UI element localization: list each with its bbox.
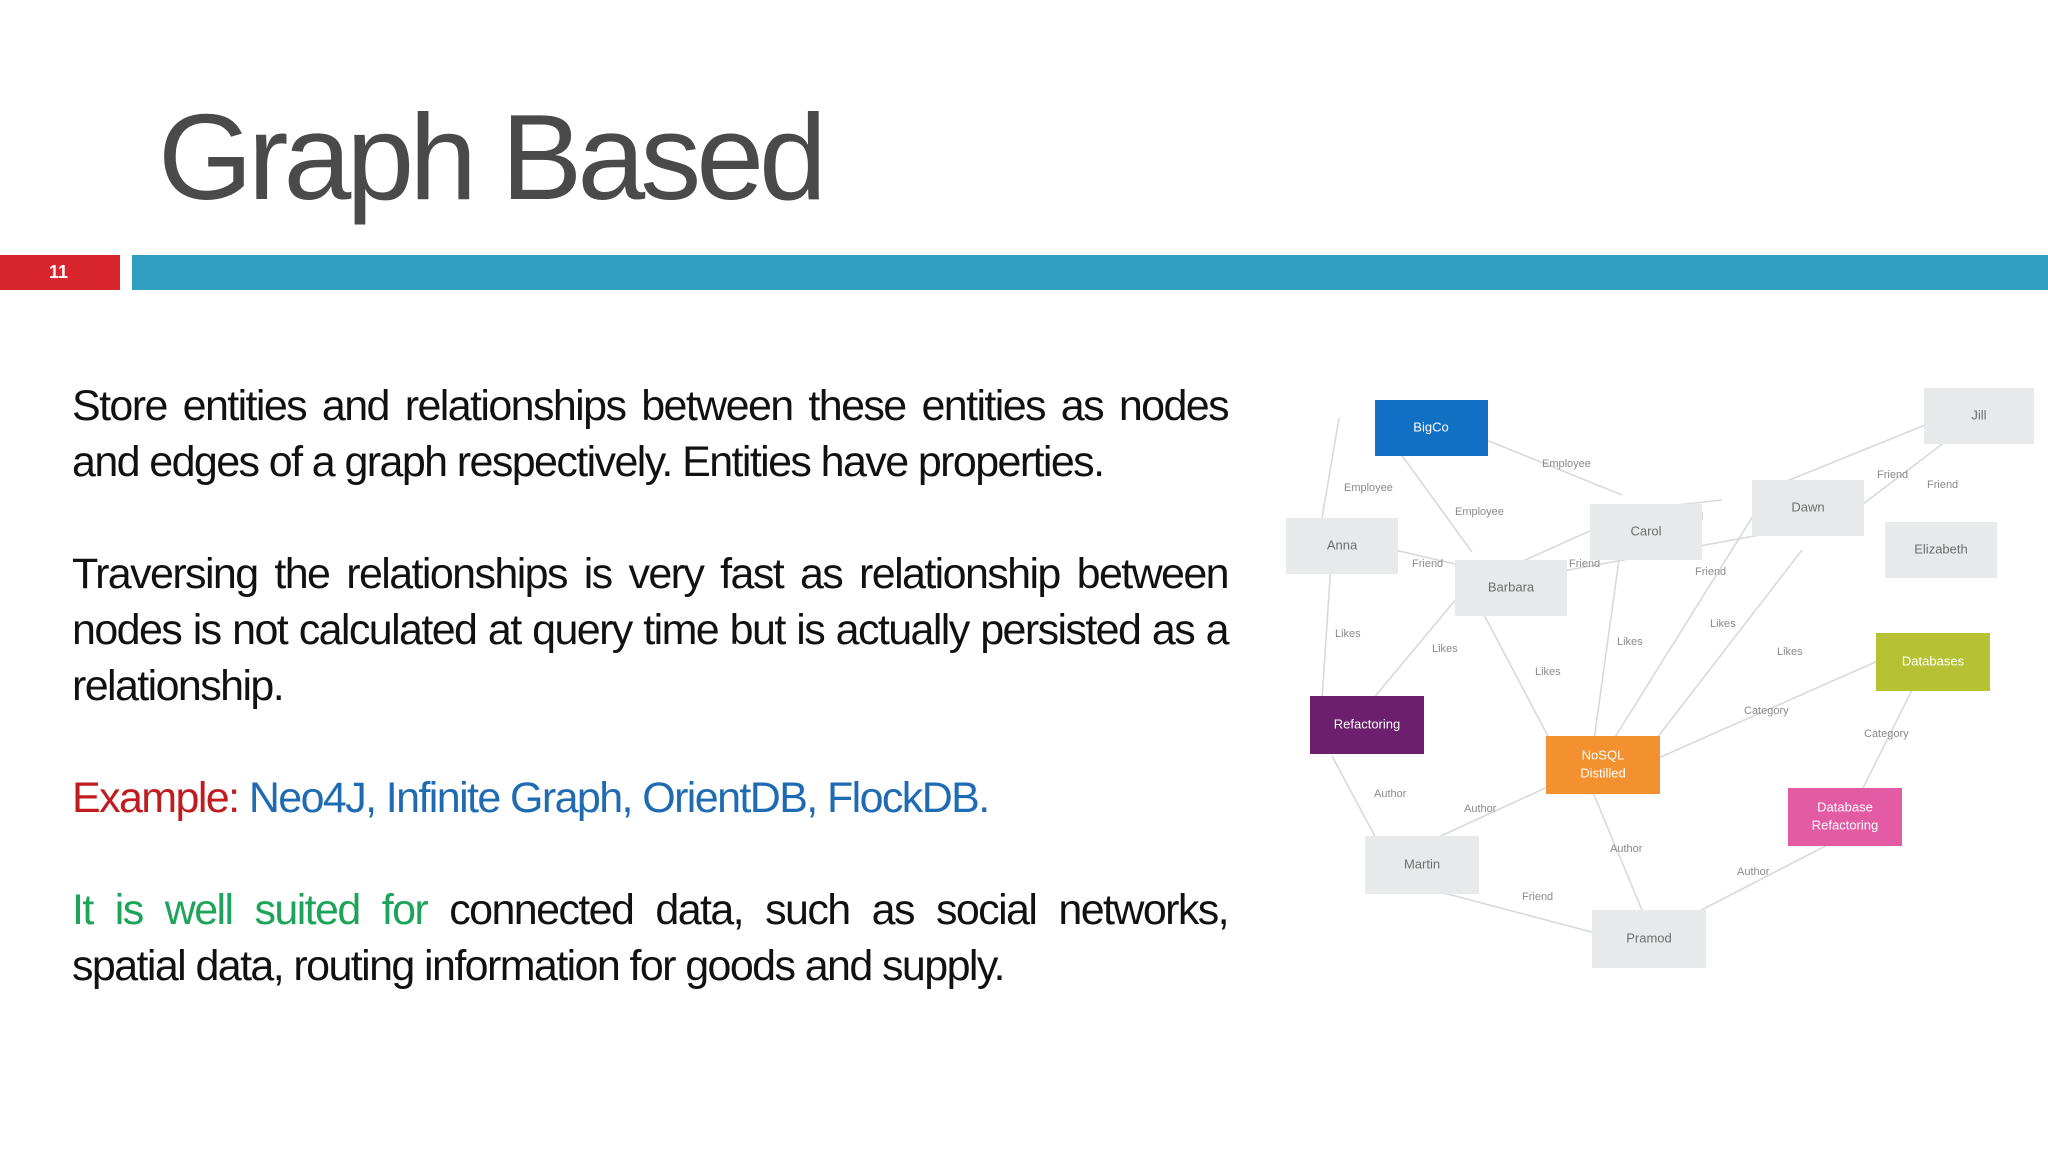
slide-body: Store entities and relationships between… [72,378,1230,994]
node-anna-label: Anna [1327,537,1358,552]
node-dbref-label-line1: Database [1817,799,1873,814]
edge-refactoring-martin [1331,755,1378,841]
node-dbref-label-line2: Refactoring [1812,817,1878,832]
edge-dbref-pramod [1681,839,1838,921]
example-list: Neo4J, Infinite Graph, OrientDB, FlockDB… [248,774,990,822]
edge-label-author: Author [1374,788,1407,800]
edge-label-likes: Likes [1535,666,1561,678]
edge-elizabeth-nosql [1639,549,1803,761]
example-label: Example: [72,774,240,822]
edge-label-category: Category [1864,728,1909,740]
node-barbara-label: Barbara [1488,579,1535,594]
node-dawn-label: Dawn [1791,499,1824,514]
edge-label-likes: Likes [1335,628,1361,640]
node-elizabeth-label: Elizabeth [1914,541,1967,556]
edge-label-employee: Employee [1455,506,1504,518]
node-barbara: Barbara [1455,560,1567,616]
edge-label-friend: Friend [1877,469,1908,481]
edge-label-author: Author [1737,866,1770,878]
edge-barbara-carol [1513,529,1593,566]
paragraph-suited: It is well suited for connected data, su… [72,882,1230,994]
edge-label-employee: Employee [1542,458,1591,470]
paragraph-traversal: Traversing the relationships is very fas… [72,550,1230,710]
edge-barbara-refactoring [1371,591,1463,701]
slide-title: Graph Based [158,89,827,225]
node-jill-label: Jill [1971,407,1986,422]
node-databases-label: Databases [1902,653,1965,668]
edge-label-employee: Employee [1344,482,1393,494]
graph-diagram: Employee Employee Employee Friend Friend… [1286,388,2034,968]
node-martin-label: Martin [1404,856,1440,871]
edge-nosql-pramod [1591,789,1645,916]
node-pramod-label: Pramod [1626,930,1672,945]
node-nosql-distilled: NoSQL Distilled [1546,736,1660,794]
edge-dawn-nosql [1611,504,1761,743]
slide-number: 11 [49,262,69,282]
node-carol-label: Carol [1630,523,1661,538]
node-nosql-label-line2: Distilled [1580,765,1626,780]
node-refactoring-label: Refactoring [1334,716,1400,731]
node-pramod: Pramod [1592,910,1706,968]
edge-nosql-martin [1431,784,1553,841]
paragraph-definition: Store entities and relationships between… [72,382,1230,486]
edge-anna-bigco [1321,417,1340,519]
edge-label-likes: Likes [1777,646,1803,658]
suited-rest: connected data, such as social networks,… [72,886,1230,990]
node-martin: Martin [1365,836,1479,894]
node-database-refactoring: Database Refactoring [1788,788,1902,846]
node-jill: Jill [1924,388,2034,444]
edge-barbara-nosql [1471,591,1551,741]
edge-label-author: Author [1464,803,1497,815]
slide-number-badge: 11 [0,255,120,290]
suited-lead: It is well suited for [72,886,429,934]
node-dawn: Dawn [1752,480,1864,536]
node-nosql-label-line1: NoSQL [1582,747,1625,762]
edge-label-friend: Friend [1927,479,1958,491]
edge-label-author: Author [1610,843,1643,855]
node-anna: Anna [1286,518,1398,574]
edge-label-likes: Likes [1432,643,1458,655]
edge-label-friend: Friend [1522,891,1553,903]
node-refactoring: Refactoring [1310,696,1424,754]
edge-label-friend: Friend [1412,558,1443,570]
paragraph-example: Example: Neo4J, Infinite Graph, OrientDB… [72,770,1228,826]
edge-label-friend: Friend [1569,558,1600,570]
edge-label-category: Category [1744,705,1789,717]
edge-label-likes: Likes [1710,618,1736,630]
edge-carol-nosql [1593,537,1623,741]
edge-label-likes: Likes [1617,636,1643,648]
node-databases: Databases [1876,633,1990,691]
node-bigco: BigCo [1375,400,1488,456]
edge-label-friend: Friend [1695,566,1726,578]
node-carol: Carol [1590,504,1702,560]
node-bigco-label: BigCo [1413,419,1448,434]
title-accent-bar [132,255,2048,290]
node-elizabeth: Elizabeth [1885,522,1997,578]
edge-nosql-databases [1646,659,1881,764]
